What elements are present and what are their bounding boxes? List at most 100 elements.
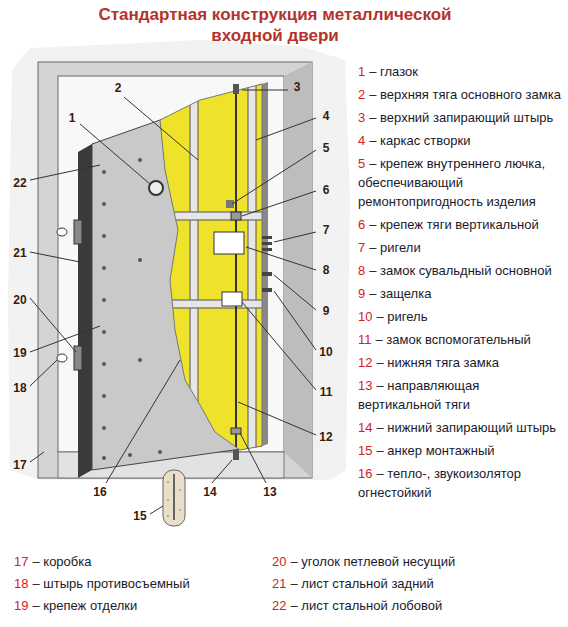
callout-number: 16	[90, 484, 110, 500]
item-number: 22	[272, 598, 286, 613]
legend-item: 1 – глазок	[358, 62, 566, 81]
legend-item: 17 – коробка	[14, 551, 266, 572]
legend-item: 16– тепло-, звукоизолятор огнестойкий	[358, 464, 566, 502]
item-text: – уголок петлевой несущий	[290, 554, 455, 569]
bottom-pin	[233, 450, 239, 460]
legend-item: 13– направляющая вертикальной тяги	[358, 376, 566, 414]
frame-bar	[190, 80, 198, 480]
aux-lock	[222, 292, 242, 306]
item-text: – анкер монтажный	[376, 443, 494, 458]
callout-number: 21	[10, 245, 30, 261]
legend-item: 9– защелка	[358, 284, 566, 303]
item-text: – верхний запирающий штырь	[369, 110, 553, 125]
legend-list: 1 – глазок 2 – верхняя тяга основного замка…	[358, 62, 566, 506]
item-text: – нижний запирающий штырь	[376, 420, 556, 435]
legend-list: 20 – уголок петлевой несущий 21 – лист стал…	[272, 551, 562, 617]
item-number: 13	[358, 378, 372, 393]
legend-item: 4 – каркас створки	[358, 131, 566, 150]
legend-item: 11– замок вспомогательный	[358, 330, 566, 349]
leaf-hinge-edge	[78, 144, 92, 478]
legend-item: 14 – нижний запирающий штырь	[358, 418, 566, 437]
callout-number: 22	[10, 175, 30, 191]
item-number: 21	[272, 576, 286, 591]
callout-number: 15	[130, 508, 150, 524]
callout-number: 1	[62, 110, 82, 126]
item-number: 10	[358, 309, 372, 324]
item-text: – коробка	[32, 554, 91, 569]
rod-guide	[231, 428, 241, 434]
cutaway	[150, 70, 280, 480]
screws	[102, 158, 162, 460]
item-number: 11	[358, 332, 372, 347]
insulation	[150, 70, 280, 470]
callout-number: 14	[200, 484, 220, 500]
legend-item: 21 – лист стальной задний	[272, 573, 562, 594]
legend-list: 17 – коробка 18 – штырь противосъемный 19– к…	[14, 551, 266, 617]
legend-item: 19– крепеж отделки	[14, 595, 266, 616]
item-text: – защелка	[369, 286, 431, 301]
anti-removal-pin	[57, 354, 67, 362]
top-pin	[233, 84, 239, 94]
callout-number: 10	[316, 344, 336, 360]
item-number: 4	[358, 133, 365, 148]
frame-bar	[248, 80, 256, 480]
item-text: – направляющая вертикальной тяги	[358, 378, 479, 412]
item-text: – штырь противосъемный	[32, 576, 189, 591]
item-text: – лист стальной задний	[290, 576, 433, 591]
item-text: – глазок	[369, 64, 418, 79]
title: Стандартная конструкция металлической вх…	[80, 4, 470, 46]
leader-lines	[30, 90, 316, 514]
bolt	[262, 236, 272, 239]
item-number: 1	[358, 64, 365, 79]
frame-bar	[150, 212, 280, 220]
legend-item: 15 – анкер монтажный	[358, 441, 566, 460]
callout-number: 2	[108, 80, 128, 96]
rod-mount	[231, 212, 241, 220]
item-number: 20	[272, 554, 286, 569]
anchor-texture	[167, 481, 181, 517]
legend-item: 6 – крепеж тяги вертикальной	[358, 215, 566, 234]
item-number: 14	[358, 420, 372, 435]
item-number: 8	[358, 263, 365, 278]
hinge-angle	[74, 346, 82, 370]
item-text: – верхняя тяга основного замка	[369, 87, 561, 102]
legend-item: 7– ригели	[358, 238, 566, 257]
callout-number: 8	[316, 262, 336, 278]
callout-number: 3	[287, 79, 307, 95]
legend-item: 12– нижняя тяга замка	[358, 353, 566, 372]
callout-number: 18	[10, 380, 30, 396]
anti-removal-pin	[57, 228, 67, 236]
legend-item: 10– ригель	[358, 307, 566, 326]
bolt	[262, 288, 272, 292]
callout-number: 17	[10, 457, 30, 473]
lock-rod	[235, 80, 237, 232]
legend-item: 8 – замок сувальдный основной	[358, 261, 566, 280]
item-number: 15	[358, 443, 372, 458]
bolt	[262, 242, 272, 245]
item-number: 19	[14, 598, 28, 613]
item-number: 2	[358, 87, 365, 102]
legend-item: 2 – верхняя тяга основного замка	[358, 85, 566, 104]
legend-item: 22– лист стальной лобовой	[272, 595, 562, 616]
item-number: 17	[14, 554, 28, 569]
legend-item: 3 – верхний запирающий штырь	[358, 108, 566, 127]
item-text: – каркас створки	[369, 133, 470, 148]
hinge-angle	[74, 220, 82, 244]
callout-number: 7	[316, 222, 336, 238]
legend-item: 18 – штырь противосъемный	[14, 573, 266, 594]
item-number: 3	[358, 110, 365, 125]
anchor-rod	[173, 474, 175, 520]
callout-number: 11	[316, 384, 336, 400]
cutaway-edge	[160, 84, 262, 450]
callout-number: 9	[316, 303, 336, 319]
item-text: – ригели	[369, 240, 420, 255]
callout-number: 6	[316, 182, 336, 198]
latch	[262, 272, 272, 276]
item-text: – замок сувальдный основной	[369, 263, 552, 278]
main-lock	[214, 232, 244, 254]
item-number: 6	[358, 217, 365, 232]
item-number: 18	[14, 576, 28, 591]
callout-number: 20	[10, 292, 30, 308]
item-text: – крепеж тяги вертикальной	[369, 217, 538, 232]
callout-number: 5	[316, 140, 336, 156]
